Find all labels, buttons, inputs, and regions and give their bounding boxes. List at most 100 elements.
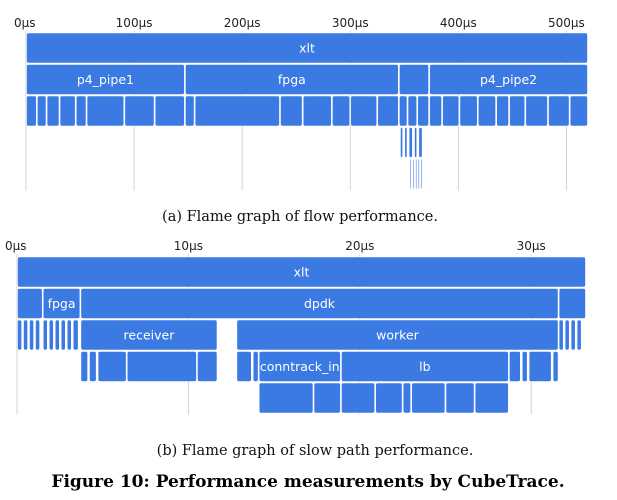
frame-label-fpga: fpga xyxy=(48,296,76,311)
chart1-tick-label: 200µs xyxy=(224,16,261,30)
frame-label-lb: lb xyxy=(419,359,430,374)
frame xyxy=(445,382,475,414)
frame xyxy=(400,127,403,158)
frame xyxy=(66,319,72,351)
frame xyxy=(496,95,509,127)
frame xyxy=(80,351,88,382)
frame xyxy=(42,319,48,351)
frame xyxy=(48,319,54,351)
frame xyxy=(332,95,351,127)
frame-label-worker: worker xyxy=(376,328,419,343)
frame xyxy=(72,319,79,351)
chart2-tick-label: 20µs xyxy=(345,239,374,253)
frame-label-xlt: xlt xyxy=(299,41,315,56)
frame xyxy=(17,288,43,319)
frame xyxy=(399,64,429,95)
frame xyxy=(54,319,60,351)
frame xyxy=(408,127,413,158)
frame xyxy=(420,158,423,190)
frame xyxy=(407,95,418,127)
frame xyxy=(375,382,403,414)
frame xyxy=(429,95,442,127)
frame xyxy=(17,319,22,351)
frame xyxy=(404,127,408,158)
frame-label-p4_pipe2: p4_pipe2 xyxy=(480,72,537,87)
frame-fpga xyxy=(42,288,81,319)
frame-dpdk xyxy=(80,288,559,319)
chart2-tick-label: 30µs xyxy=(517,239,546,253)
frame xyxy=(377,95,399,127)
frame xyxy=(46,95,60,127)
frame-fpga xyxy=(185,64,399,95)
chart1-caption: (a) Flame graph of flow performance. xyxy=(162,209,438,225)
frame xyxy=(236,351,252,382)
frame-xlt xyxy=(17,256,586,288)
frame xyxy=(558,319,564,351)
frame-label-xlt: xlt xyxy=(294,265,310,280)
frame xyxy=(409,158,412,190)
chart1-tick-label: 400µs xyxy=(440,16,477,30)
frame xyxy=(23,319,28,351)
chart2-tick-label: 10µs xyxy=(174,239,203,253)
frame xyxy=(252,351,259,382)
chart1-tick-label: 100µs xyxy=(116,16,153,30)
frame xyxy=(86,95,125,127)
frame xyxy=(414,127,418,158)
frame xyxy=(552,351,559,382)
frame xyxy=(29,319,34,351)
chart2-tick-label: 0µs xyxy=(5,239,27,253)
frame xyxy=(59,95,76,127)
frame-xlt xyxy=(26,32,588,64)
frame xyxy=(417,158,420,190)
frame xyxy=(412,158,415,190)
frame xyxy=(442,95,460,127)
frame xyxy=(402,382,411,414)
frame-receiver xyxy=(80,319,218,351)
frame xyxy=(185,95,195,127)
frame-conntrack_in xyxy=(258,351,341,382)
frame xyxy=(258,382,314,414)
frame xyxy=(411,382,446,414)
frame xyxy=(459,95,478,127)
frame xyxy=(509,95,526,127)
frame xyxy=(417,95,429,127)
frame xyxy=(37,95,47,127)
frame xyxy=(525,95,548,127)
frame xyxy=(280,95,303,127)
frame xyxy=(124,95,155,127)
frame xyxy=(415,158,418,190)
frame xyxy=(399,95,408,127)
frame-label-receiver: receiver xyxy=(124,328,176,343)
frame xyxy=(477,95,496,127)
frame xyxy=(89,351,97,382)
chart1-tick-label: 500µs xyxy=(548,16,585,30)
frame xyxy=(558,288,586,319)
chart1-tick-label: 300µs xyxy=(332,16,369,30)
frame xyxy=(35,319,40,351)
frame xyxy=(509,351,521,382)
frame xyxy=(521,351,528,382)
frame-label-dpdk: dpdk xyxy=(304,296,336,311)
frame-worker xyxy=(236,319,559,351)
frame-p4_pipe1 xyxy=(26,64,185,95)
frame xyxy=(194,95,280,127)
frame xyxy=(350,95,378,127)
figure-caption: Figure 10: Performance measurements by C… xyxy=(51,472,564,492)
frame xyxy=(197,351,218,382)
frame xyxy=(75,95,87,127)
frame xyxy=(97,351,127,382)
frame xyxy=(528,351,552,382)
frame xyxy=(474,382,509,414)
frame xyxy=(60,319,66,351)
frame xyxy=(548,95,570,127)
frame xyxy=(569,95,588,127)
frame xyxy=(341,382,375,414)
frame xyxy=(313,382,341,414)
chart2-caption: (b) Flame graph of slow path performance… xyxy=(157,443,474,459)
frame xyxy=(126,351,197,382)
frame-lb xyxy=(341,351,509,382)
frame-p4_pipe2 xyxy=(429,64,588,95)
frame xyxy=(26,95,37,127)
frame xyxy=(564,319,570,351)
